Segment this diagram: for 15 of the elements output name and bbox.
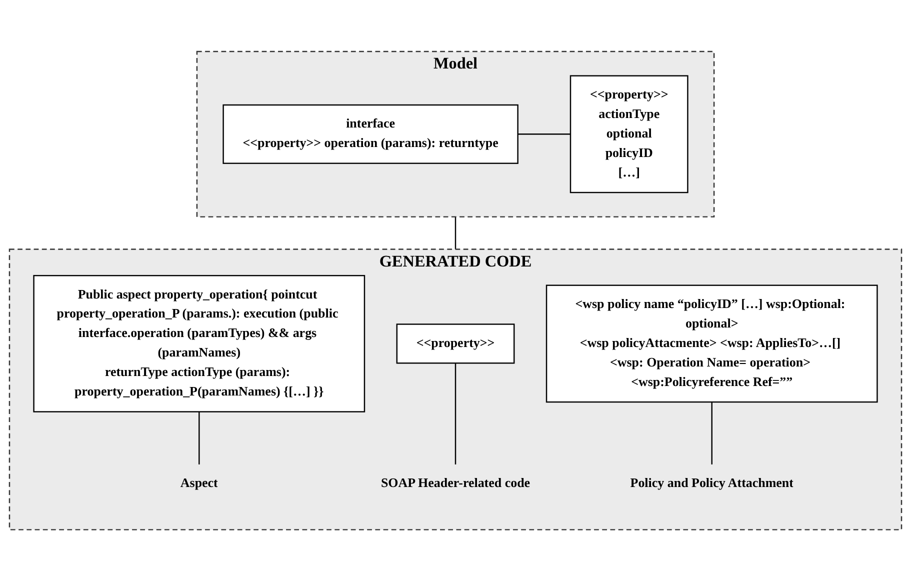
connector <box>454 363 456 464</box>
connector <box>518 133 570 135</box>
connector <box>198 412 200 464</box>
node-text: SOAP Header-related code <box>380 476 530 490</box>
node-text: Policy and Policy Attachment <box>630 476 794 490</box>
cluster <box>196 50 715 218</box>
connector <box>454 216 456 250</box>
node-box <box>33 274 366 412</box>
node-box <box>570 75 688 194</box>
node-box <box>396 324 515 364</box>
node-box <box>546 284 878 403</box>
node-text: Aspect <box>180 476 218 490</box>
connector <box>711 402 712 464</box>
node-box <box>222 104 518 164</box>
cluster <box>8 248 902 530</box>
